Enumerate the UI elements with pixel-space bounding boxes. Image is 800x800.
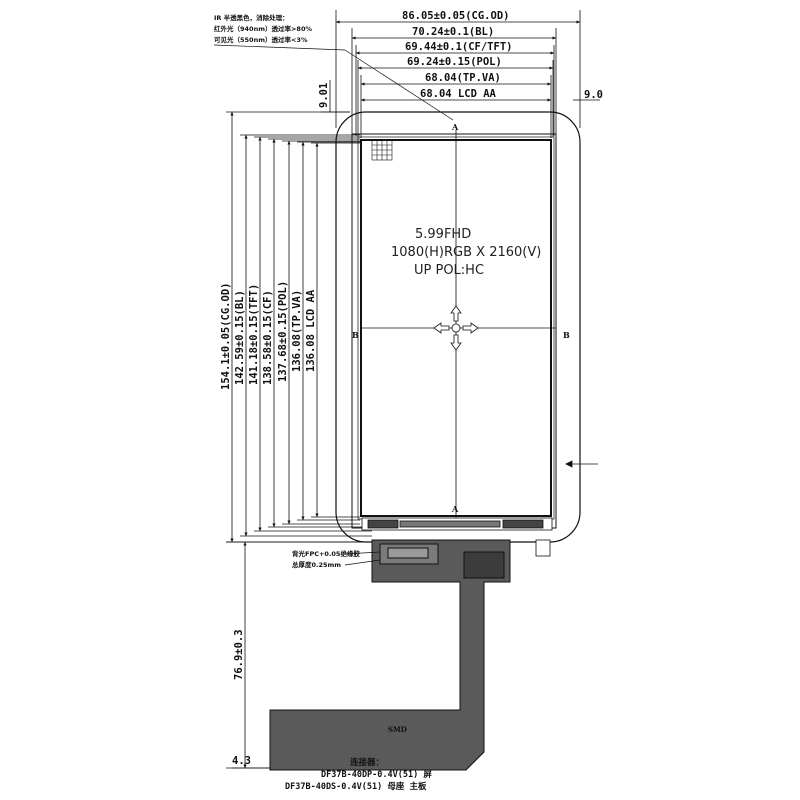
dim-right-cut: 9.0: [584, 89, 603, 101]
connector-title: 连接器：: [350, 757, 384, 768]
ir-note-title: IR 半透黑色，消除处理：: [214, 13, 289, 22]
connector-line1: DF37B-40DP-0.4V(51) 屏: [321, 770, 432, 780]
section-mark-a-top: A: [451, 122, 459, 132]
bottom-bezel: [361, 517, 553, 557]
center-cross-icon: [433, 305, 479, 351]
dim-pol-width: 69.24±0.15(POL): [407, 56, 502, 68]
fpc-note: [344, 551, 381, 566]
dim-fpc-length: 76.9±0.3: [233, 629, 245, 680]
dim-lcd-aa-width: 68.04 LCD AA: [420, 88, 497, 100]
dim-tft-height: 141.18±0.15(TFT): [248, 284, 260, 385]
ir-note-line1: 红外光（940nm）透过率>80%: [214, 24, 312, 33]
section-mark-b-left: B: [352, 330, 359, 340]
dim-cg-od-width: 86.05±0.05(CG.OD): [402, 10, 509, 22]
dim-cf-height: 138.58±0.15(CF): [262, 290, 274, 385]
dim-side-offset: 9.01: [318, 83, 330, 108]
connector-line2: DF37B-40DS-0.4V(51) 母座 主板: [285, 781, 427, 792]
dim-tp-va-height: 136.08(TP.VA): [291, 290, 303, 372]
fpc-flex-cable: [269, 539, 511, 771]
dim-tp-va-width: 68.04(TP.VA): [425, 72, 501, 84]
top-dimensions: [335, 10, 600, 138]
fpc-length-dim: [226, 541, 372, 770]
spec-size: 5.99FHD: [415, 227, 471, 242]
dim-pol-height: 137.68±0.15(POL): [277, 281, 289, 382]
dim-cf-tft-width: 69.44±0.1(CF/TFT): [405, 41, 512, 53]
fpc-note-line2: 总厚度0.25mm: [292, 560, 341, 569]
right-cut-marker: [565, 460, 598, 468]
dim-bl-width: 70.24±0.1(BL): [412, 26, 494, 38]
dim-cg-od-height: 154.1±0.05(CG.OD): [220, 283, 232, 390]
dim-lcd-aa-height: 136.08 LCD AA: [305, 289, 317, 372]
section-mark-a-bottom: A: [451, 504, 459, 514]
fpc-smd-label: SMD: [388, 725, 407, 734]
section-mark-b-right: B: [563, 330, 570, 340]
ir-note-line2: 可见光（550nm）透过率<3%: [214, 35, 308, 44]
pixel-grid-detail: [371, 139, 393, 161]
spec-polarizer: UP POL:HC: [414, 263, 484, 278]
dim-bl-height: 142.59±0.15(BL): [234, 290, 246, 385]
fpc-note-line1: 背光FPC+0.05绝缘胶: [292, 549, 360, 558]
dim-fpc-offset: 4.3: [232, 755, 251, 767]
spec-resolution: 1080(H)RGB X 2160(V): [391, 245, 541, 260]
